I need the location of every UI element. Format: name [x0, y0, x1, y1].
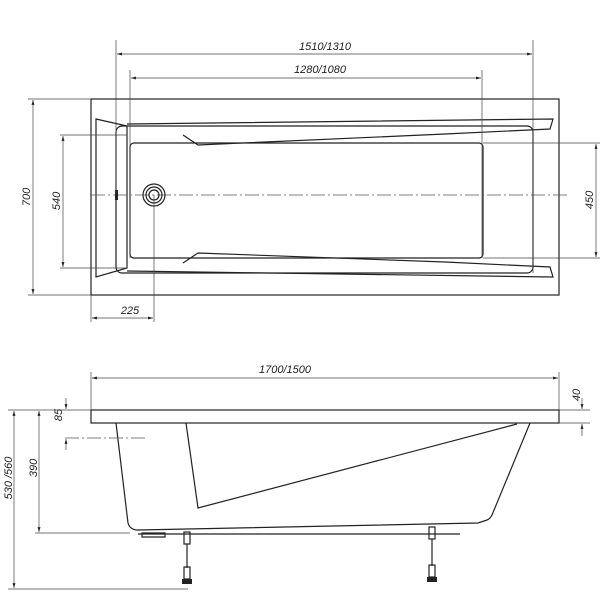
dim-drain-offset: 225: [120, 305, 140, 317]
top-slope: [182, 133, 446, 146]
bottom-slope: [182, 252, 446, 264]
side-view: 1700/1500 40 530 /560 390 85: [3, 364, 590, 590]
leg-left: [182, 531, 192, 584]
overflow-icon: [115, 190, 118, 200]
dim-width: 700: [21, 187, 33, 206]
dim-depth: 390: [28, 458, 40, 477]
tub-recess: [185, 422, 518, 509]
tub-base: [138, 532, 460, 538]
dim-floor-width: 450: [584, 190, 596, 209]
dim-length: 1700/1500: [259, 364, 312, 376]
dim-overflow-offset: 85: [53, 408, 65, 421]
floor-outline: [129, 142, 484, 259]
basin-outline: [115, 125, 534, 274]
dim-floor-length: 1280/1080: [294, 64, 347, 76]
top-view: 1510/1310 1280/1080 700 540 450 225: [21, 40, 600, 322]
top-ledge: [126, 118, 554, 135]
dim-rim-thickness: 40: [571, 388, 583, 401]
rim: [90, 409, 560, 424]
tub-body: [115, 422, 531, 531]
left-rim-wedge: [95, 118, 128, 278]
dim-total-height: 530 /560: [3, 456, 15, 500]
outer-rim: [90, 98, 560, 296]
dim-inner-length: 1510/1310: [299, 41, 352, 53]
leg-right: [427, 526, 437, 582]
bottom-ledge: [126, 261, 554, 278]
dim-inner-width: 540: [51, 191, 63, 210]
